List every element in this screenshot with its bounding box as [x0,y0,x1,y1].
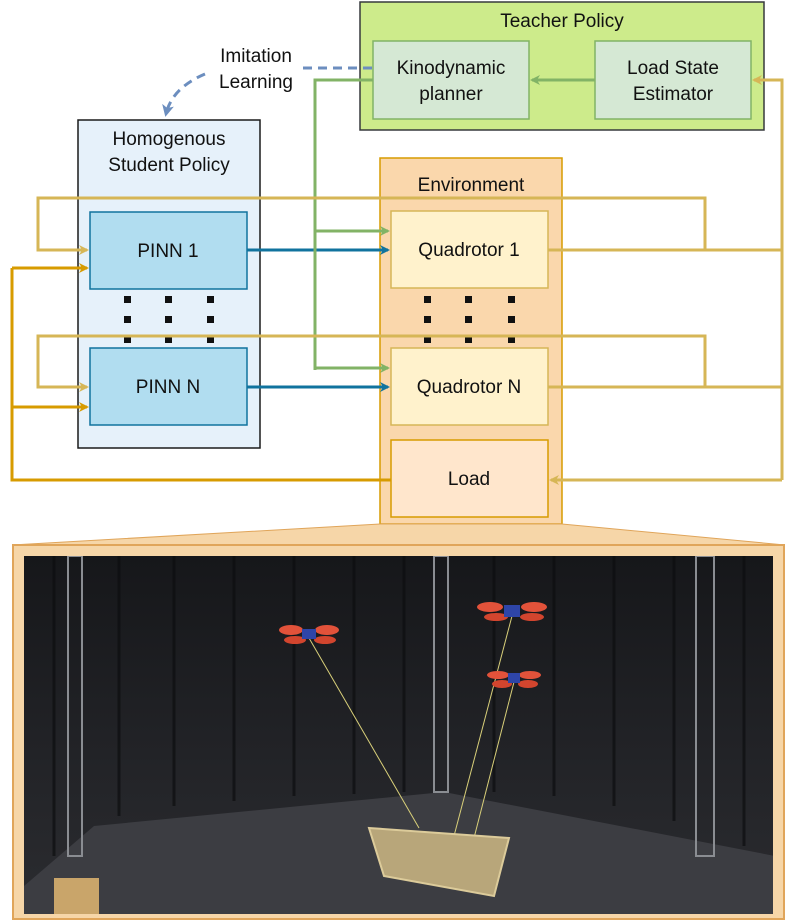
student-policy-title-2: Student Policy [108,155,230,176]
truss-towers [67,556,715,857]
pinn-1-label: PINN 1 [137,241,198,262]
kinodynamic-planner-label-2: planner [419,84,483,105]
photo-zoom-connector [11,523,786,545]
kinodynamic-planner-label-1: Kinodynamic [397,58,506,79]
environment-title: Environment [418,175,525,196]
quadrotor-1-label: Quadrotor 1 [418,240,519,261]
quadrotor-drones [279,602,547,688]
experiment-scene [24,556,773,914]
quadrotor-load-experiment-photo [24,556,773,914]
load-state-estimator-label-1: Load State [627,58,719,79]
kinodynamic-planner-box [372,40,530,120]
quad1-feedback-loop [36,196,707,255]
experiment-photo-frame [12,544,785,920]
pinn-1-box [89,211,248,290]
teacher-policy-title: Teacher Policy [500,11,624,32]
load-state-estimator-box [594,40,752,120]
pinn-ellipsis [124,296,214,343]
quadrotor-1-box [390,210,549,289]
system-diagram: Teacher Policy Kinodynamic planner Load … [10,1,786,545]
quadrotor-ellipsis [424,296,515,343]
pinn-n-box [89,347,248,426]
to-estimator-arrow [752,75,784,480]
imitation-label-2: Learning [219,72,293,93]
student-policy-title-1: Homogenous [112,129,225,150]
load-to-pinns-line [10,268,391,482]
load-label: Load [448,469,490,490]
crate [54,878,99,914]
planner-to-quadrotors-line [313,78,373,370]
basket-load [367,826,511,898]
quadrotor-n-box [390,347,549,426]
load-state-estimator-label-2: Estimator [633,84,714,105]
load-box [390,439,549,518]
quadrotor-n-label: Quadrotor N [417,377,522,398]
quadN-feedback-loop [36,334,707,392]
imitation-label-1: Imitation [220,46,292,67]
imitation-learning-arrow [166,66,372,114]
tethers [308,615,515,839]
curtain-folds [52,556,746,856]
pinn-n-label: PINN N [136,377,200,398]
